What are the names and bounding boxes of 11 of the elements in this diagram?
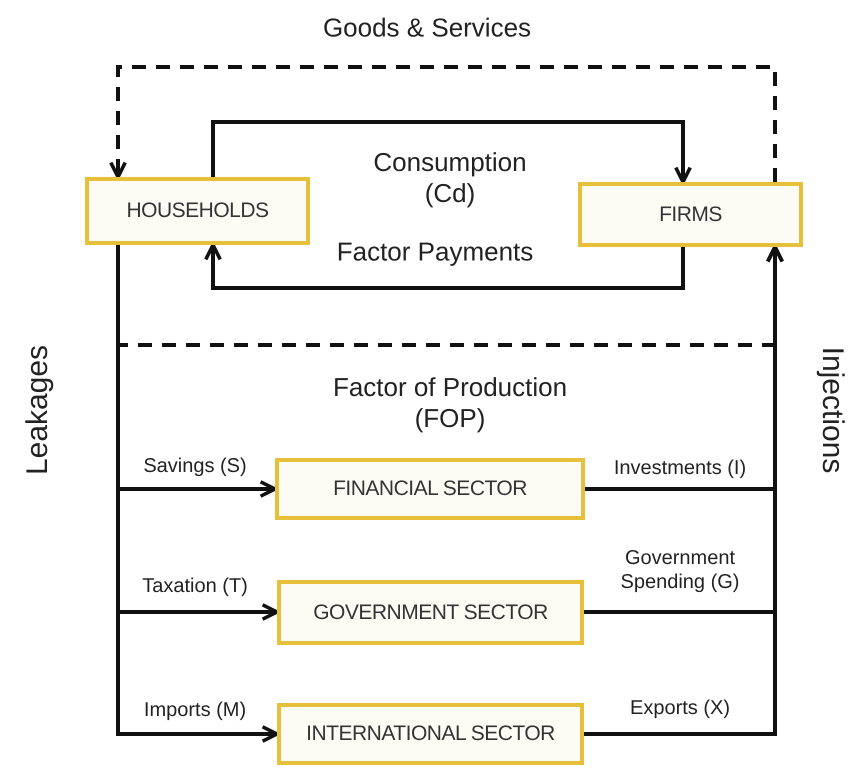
sector-box: FINANCIAL SECTOR bbox=[275, 458, 585, 520]
side-label: Injections bbox=[815, 346, 849, 474]
sector-box: FIRMS bbox=[578, 182, 803, 247]
sector-box: INTERNATIONAL SECTOR bbox=[277, 703, 584, 765]
arrow bbox=[211, 120, 692, 184]
arrow bbox=[584, 245, 784, 736]
sector-box: GOVERNMENT SECTOR bbox=[277, 580, 584, 645]
arrow bbox=[204, 243, 685, 290]
sector-box: HOUSEHOLDS bbox=[85, 177, 310, 245]
side-label: Leakages bbox=[21, 344, 55, 476]
dashed-arrow bbox=[109, 65, 777, 182]
